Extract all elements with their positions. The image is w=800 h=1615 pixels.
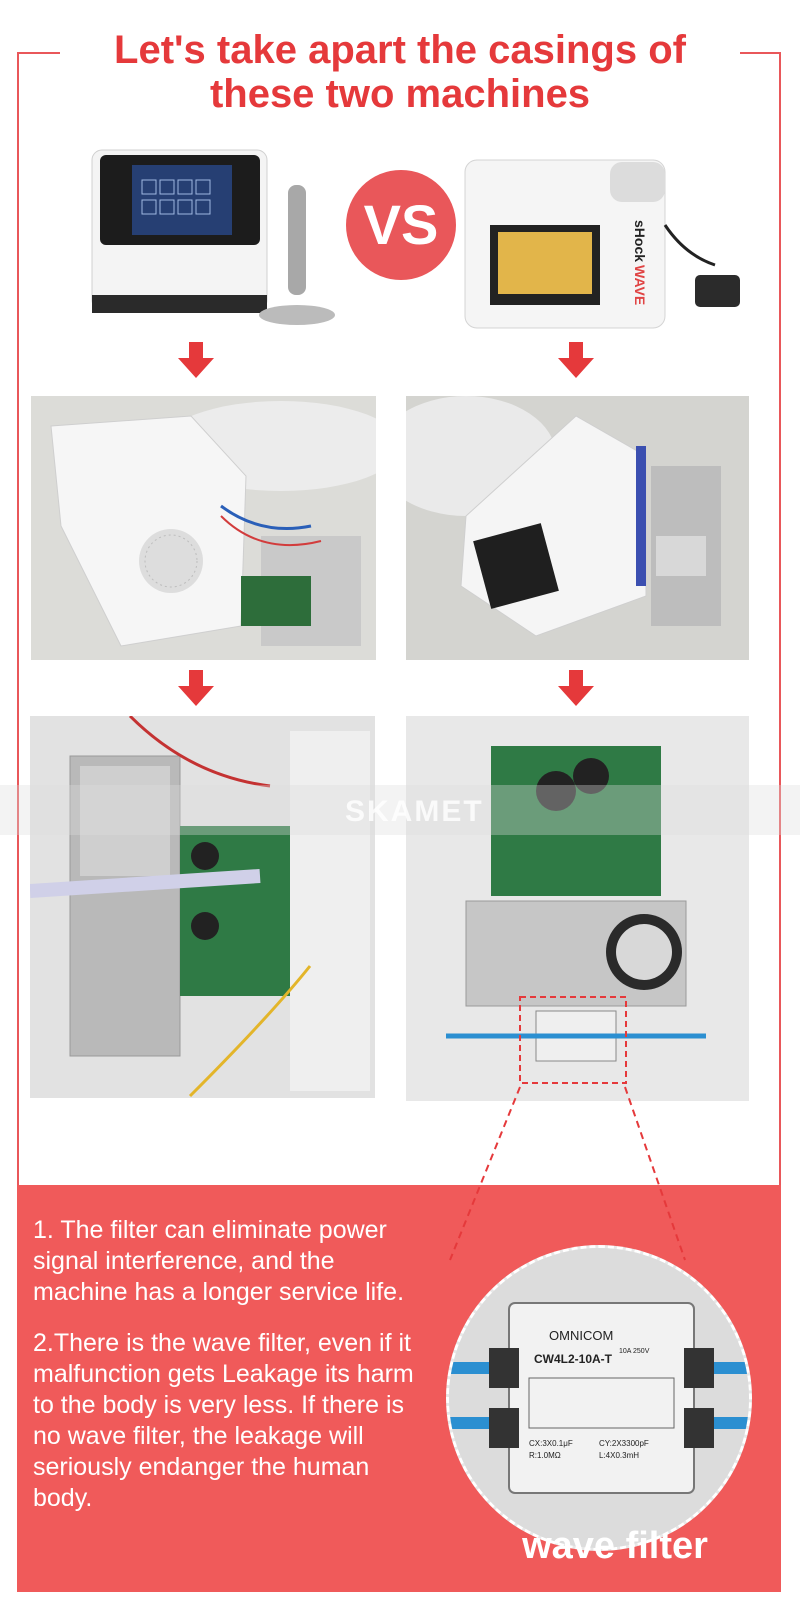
filter-rating: 10A 250V <box>619 1348 650 1355</box>
svg-text:WAVE: WAVE <box>632 265 648 305</box>
filter-r: R:1.0MΩ <box>529 1451 561 1460</box>
filter-highlight-box <box>519 996 627 1084</box>
down-arrow-icon <box>178 342 214 378</box>
title-line-2: these two machines <box>209 72 591 116</box>
wave-filter-closeup: OMNICOM CW4L2-10A-T 10A 250V CX:3X0.1μF … <box>446 1245 752 1551</box>
left-machine-opened-photo <box>31 396 376 660</box>
wave-filter-label: wave filter <box>522 1525 708 1567</box>
down-arrow-icon <box>178 670 214 706</box>
watermark-band <box>0 785 800 835</box>
left-machine-photo <box>90 145 335 330</box>
filter-brand: OMNICOM <box>549 1328 613 1343</box>
down-arrow-icon <box>558 342 594 378</box>
title-line-1: Let's take apart the casings of <box>114 28 686 72</box>
right-machine-internals-photo <box>406 716 749 1101</box>
info-point-2: 2.There is the wave filter, even if it m… <box>33 1329 414 1512</box>
filter-cx: CX:3X0.1μF <box>529 1439 573 1448</box>
filter-cy: CY:2X3300pF <box>599 1439 649 1448</box>
left-machine-internals-photo <box>30 716 375 1098</box>
connector-lines <box>449 1086 686 1261</box>
right-machine-opened-photo <box>406 396 749 660</box>
filter-l: L:4X0.3mH <box>599 1451 639 1460</box>
right-machine-photo: sHock WAVE <box>460 150 745 335</box>
watermark: SKAMET <box>345 795 484 828</box>
filter-model: CW4L2-10A-T <box>534 1352 613 1366</box>
vs-badge: VS <box>346 170 456 280</box>
info-point-1: 1. The filter can eliminate power signal… <box>33 1216 405 1306</box>
down-arrow-icon <box>558 670 594 706</box>
svg-text:sHock: sHock <box>632 220 648 262</box>
page-title: Let's take apart the casings of these tw… <box>60 28 740 116</box>
